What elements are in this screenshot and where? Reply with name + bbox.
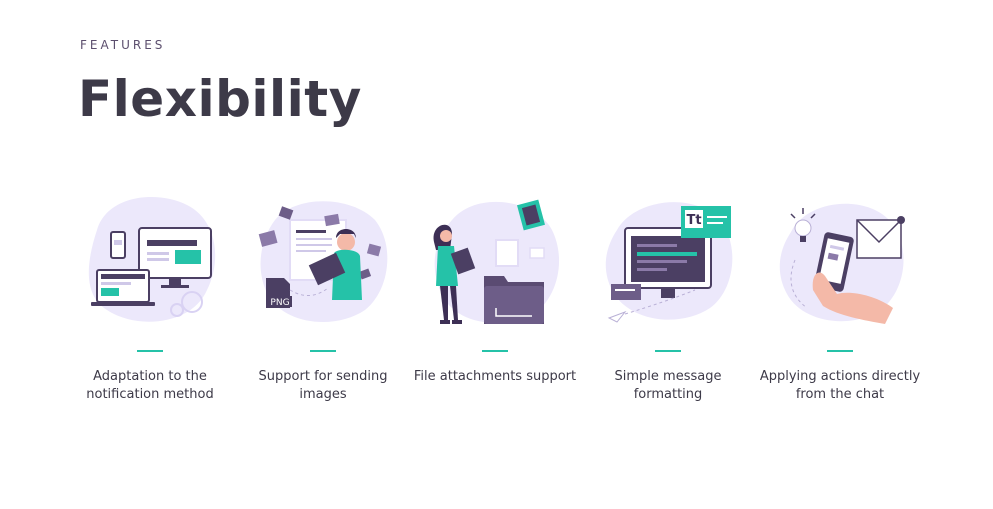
file-attachments-illustration-icon [433,199,560,324]
phone-in-hand-illustration-icon [779,203,905,324]
devices-illustration-icon [88,197,216,322]
accent-dash [137,350,163,352]
page-title: Flexibility [78,70,362,128]
feature-item: File attachments support [410,190,580,420]
accent-dash [482,350,508,352]
png-badge-text: PNG [270,298,289,308]
accent-dash [310,350,336,352]
feature-label: Support for sending images [258,369,388,402]
tt-badge-text: Tt [686,213,701,228]
features-eyebrow: FEATURES [80,38,166,52]
feature-item: Applying actions directly from the chat [755,190,925,420]
feature-label: Adaptation to the notification method [86,369,214,402]
text-formatting-illustration-icon: Tt [605,202,733,323]
feature-label: File attachments support [413,369,577,384]
feature-item: PNG Support for sending images [238,190,408,420]
accent-dash [827,350,853,352]
feature-item: Tt Simple message formatting [583,190,753,420]
feature-item: Adaptation to the notification method [65,190,235,420]
features-list: Adaptation to the notification method PN… [65,190,935,420]
feature-label: Simple message formatting [614,369,722,402]
accent-dash [655,350,681,352]
feature-label: Applying actions directly from the chat [759,369,921,402]
woman-with-images-illustration-icon: PNG [258,201,388,322]
